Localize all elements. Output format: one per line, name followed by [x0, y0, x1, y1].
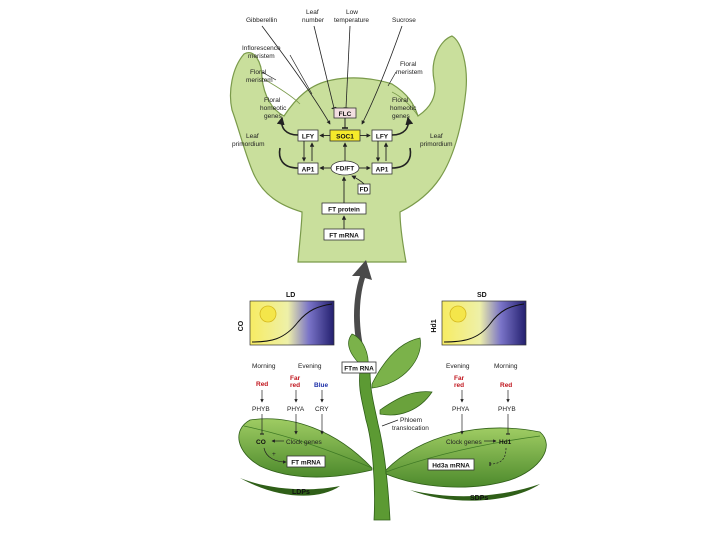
label-inflorescence-2: meristem — [248, 53, 275, 60]
sdp-clock-genes: Clock genes — [446, 439, 483, 446]
ldp-far-red-1: Far — [290, 375, 301, 382]
ft-mrna-stem-label: FTm RNA — [344, 366, 374, 373]
flc-box: FLC — [333, 107, 357, 119]
label-floral-homeotic-l-2: homeotic — [260, 105, 287, 112]
label-floral-meristem-l-1: Floral — [250, 69, 267, 76]
sd-axis-label: Hd1 — [431, 319, 438, 332]
label-leaf-number-1: Leaf — [306, 9, 319, 16]
lfy-left-box: LFY — [297, 129, 319, 142]
ldp-clock-genes: Clock genes — [286, 439, 323, 446]
label-leaf-primordium-r-2: primordium — [420, 141, 453, 148]
ld-axis-label: CO — [238, 320, 245, 331]
sdp-hd1: Hd1 — [499, 439, 512, 446]
sdp-phyb: PHYB — [498, 406, 516, 413]
sdp-morning: Morning — [494, 363, 518, 370]
ft-protein-box: FT protein — [321, 202, 367, 215]
network-arrows — [276, 116, 414, 229]
ap1-right-box: AP1 — [371, 162, 393, 175]
ap1-left-label: AP1 — [302, 167, 315, 174]
sun-icon — [449, 305, 467, 323]
lfy-left-label: LFY — [302, 134, 315, 141]
label-floral-meristem-r-2: meristem — [396, 69, 423, 76]
translocation-arrow — [352, 260, 372, 360]
sdp-caption: SDPs — [470, 495, 488, 502]
ft-mrna-apex-label: FT mRNA — [329, 233, 359, 240]
lfy-right-box: LFY — [371, 129, 393, 142]
top-connectors — [261, 25, 403, 125]
fd-box: FD — [357, 183, 371, 195]
sdp-pathway: Evening Morning Far red Red PHYA PHYB Cl… — [427, 363, 518, 502]
ap1-right-label: AP1 — [376, 167, 389, 174]
sdp-phya: PHYA — [452, 406, 470, 413]
ld-title: LD — [286, 292, 295, 299]
sdp-hd3a-mrna: Hd3a mRNA — [432, 463, 470, 470]
label-phloem-1: Phloem — [400, 417, 422, 424]
label-floral-meristem-l-2: meristem — [246, 77, 273, 84]
label-floral-homeotic-l-1: Floral — [264, 97, 281, 104]
label-leaf-primordium-l-1: Leaf — [246, 133, 259, 140]
sdp-evening: Evening — [446, 363, 470, 370]
label-phloem-2: translocation — [392, 425, 429, 432]
label-low-temp-1: Low — [346, 9, 358, 16]
label-floral-homeotic-l-3: genes — [264, 113, 282, 120]
ldp-red: Red — [256, 381, 268, 388]
ldp-ft-mrna: FT mRNA — [291, 460, 321, 467]
ldp-morning: Morning — [252, 363, 276, 370]
ldp-co: CO — [256, 439, 266, 446]
label-floral-homeotic-r-3: genes — [392, 113, 410, 120]
sd-title: SD — [477, 292, 487, 299]
fd-ft-label: FD/FT — [336, 166, 354, 173]
ft-protein-label: FT protein — [328, 207, 360, 214]
fd-ft-box: FD/FT — [330, 160, 360, 176]
label-floral-homeotic-r-1: Floral — [392, 97, 409, 104]
ldp-pathway: Morning Evening Red Far red Blue PHYB PH… — [252, 363, 329, 496]
sdp-far-red-2: red — [454, 382, 464, 389]
label-leaf-primordium-r-1: Leaf — [430, 133, 443, 140]
soc1-box: SOC1 — [329, 129, 361, 142]
label-sucrose: Sucrose — [392, 17, 416, 24]
ldp-phya: PHYA — [287, 406, 305, 413]
ft-mrna-apex-box: FT mRNA — [323, 228, 365, 241]
plant — [238, 333, 547, 521]
ldp-evening: Evening — [298, 363, 322, 370]
label-leaf-primordium-l-2: primordium — [232, 141, 265, 148]
ldp-blue: Blue — [314, 382, 328, 389]
ldp-phyb: PHYB — [252, 406, 270, 413]
flc-label: FLC — [339, 111, 352, 118]
ft-mrna-stem-box: FTm RNA — [341, 361, 377, 374]
ldp-far-red-2: red — [290, 382, 300, 389]
ldp-plus: + — [272, 451, 276, 458]
label-floral-meristem-r-1: Floral — [400, 61, 417, 68]
apex-outline — [229, 35, 467, 263]
sun-icon — [259, 305, 277, 323]
shoot-apex — [229, 35, 467, 263]
lfy-right-label: LFY — [376, 134, 389, 141]
sdp-red: Red — [500, 382, 512, 389]
sdp-far-red-1: Far — [454, 375, 465, 382]
fd-label: FD — [360, 187, 369, 194]
sd-panel: SD Hd1 — [431, 292, 527, 346]
ldp-caption: LDPs — [292, 489, 310, 496]
ld-panel: LD CO — [238, 292, 335, 346]
label-low-temp-2: temperature — [334, 17, 369, 24]
ldp-cry: CRY — [315, 406, 329, 413]
label-inflorescence-1: Inflorescence — [242, 45, 281, 52]
ap1-left-box: AP1 — [297, 162, 319, 175]
label-floral-homeotic-r-2: homeotic — [390, 105, 417, 112]
soc1-label: SOC1 — [336, 134, 354, 141]
label-leaf-number-2: number — [302, 17, 325, 24]
label-gibberellin: Gibberellin — [246, 17, 277, 24]
